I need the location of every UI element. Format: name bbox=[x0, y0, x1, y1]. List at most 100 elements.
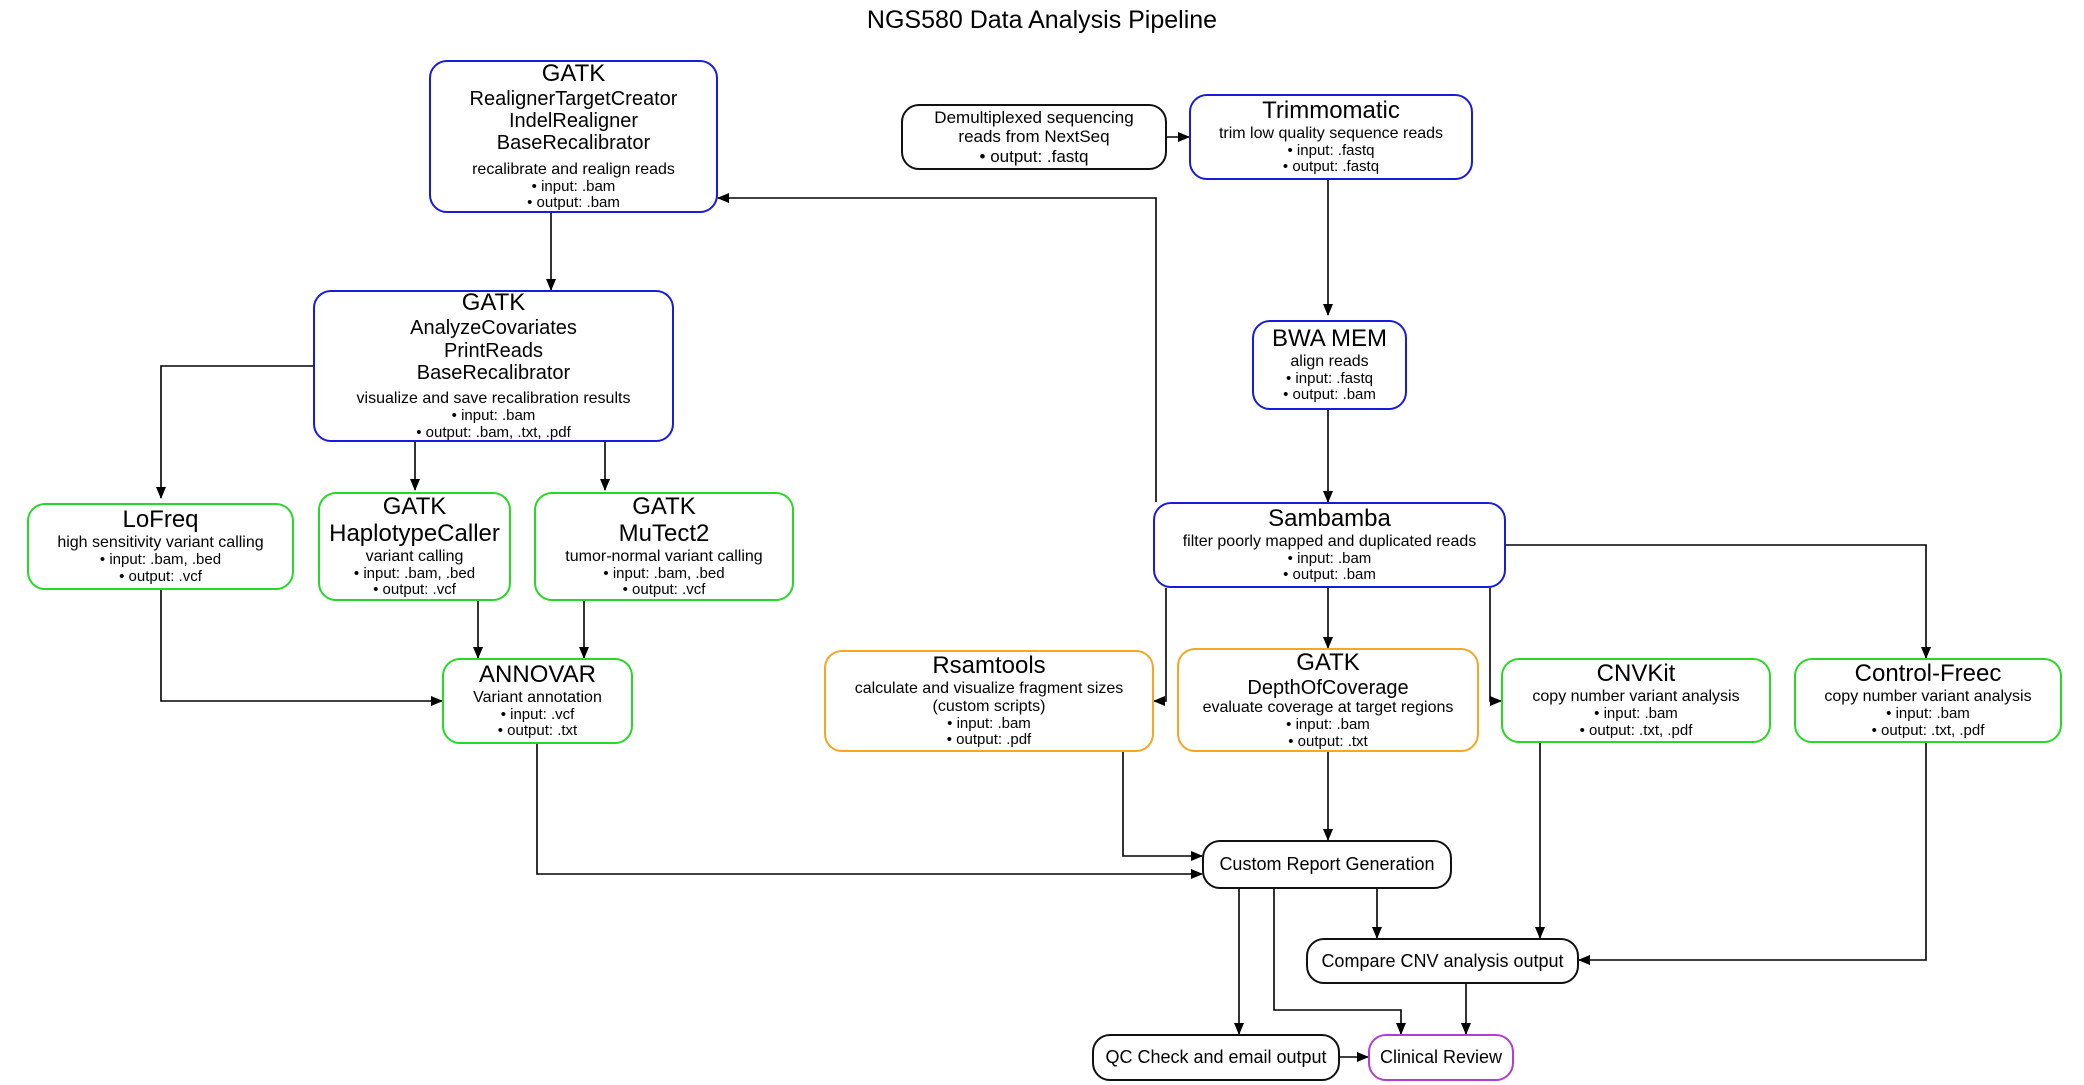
node-input: • input: .bam bbox=[451, 407, 536, 425]
node-description: filter poorly mapped and duplicated read… bbox=[1182, 532, 1477, 550]
node-subtitle: MuTect2 bbox=[618, 519, 710, 547]
node-title: GATK bbox=[382, 492, 447, 520]
edge-sambamba-controlfreec bbox=[1503, 544, 1931, 659]
node-output: • output: .txt bbox=[497, 722, 578, 740]
node-subtitle: HaplotypeCaller bbox=[329, 519, 500, 547]
tool-name: IndelRealigner bbox=[509, 110, 638, 132]
node-description: calculate and visualize fragment sizes bbox=[854, 679, 1124, 697]
node-title: CNVKit bbox=[1596, 660, 1676, 688]
node-gatk-realign: GATK RealignerTargetCreator IndelRealign… bbox=[429, 60, 718, 213]
node-clinical-review: Clinical Review bbox=[1368, 1034, 1514, 1081]
node-description: Variant annotation bbox=[473, 688, 602, 706]
node-description-note: (custom scripts) bbox=[932, 697, 1046, 715]
tool-name: PrintReads bbox=[444, 339, 543, 362]
node-input: • input: .vcf bbox=[500, 705, 575, 723]
node-label: Compare CNV analysis output bbox=[1321, 950, 1564, 971]
node-title: BWA MEM bbox=[1271, 324, 1388, 352]
node-label: QC Check and email output bbox=[1105, 1047, 1327, 1068]
edge-report-clinical bbox=[1273, 889, 1406, 1035]
node-input: • input: .bam bbox=[947, 714, 1031, 732]
node-output: • output: .txt bbox=[1288, 732, 1368, 750]
tool-name: BaseRecalibrator bbox=[416, 361, 571, 384]
node-title: Rsamtools bbox=[932, 651, 1046, 679]
node-output: • output: .vcf bbox=[373, 581, 456, 599]
node-control-freec: Control-Freec copy number variant analys… bbox=[1794, 658, 2062, 743]
node-output: • output: .bam, .txt, .pdf bbox=[416, 423, 571, 441]
node-title: Control-Freec bbox=[1854, 660, 2002, 688]
node-title: GATK bbox=[632, 492, 696, 520]
node-output: • output: .bam bbox=[527, 194, 620, 212]
diagram-title: NGS580 Data Analysis Pipeline bbox=[866, 6, 1218, 34]
node-input: • input: .bam, .bed bbox=[353, 564, 476, 582]
edge-sambamba-gatk-realign bbox=[717, 193, 1157, 502]
node-input: • input: .bam bbox=[1287, 549, 1372, 567]
node-description: tumor-normal variant calling bbox=[565, 547, 763, 565]
tool-name: RealignerTargetCreator bbox=[469, 87, 678, 110]
node-input: • input: .fastq bbox=[1287, 141, 1375, 159]
node-input: • input: .bam bbox=[1594, 705, 1678, 723]
node-subtitle: DepthOfCoverage bbox=[1247, 676, 1409, 699]
node-description: high sensitivity variant calling bbox=[57, 534, 264, 552]
node-depthofcoverage: GATK DepthOfCoverage evaluate coverage a… bbox=[1177, 648, 1479, 752]
node-output: • output: .vcf bbox=[119, 567, 202, 585]
node-compare-cnv: Compare CNV analysis output bbox=[1306, 938, 1579, 984]
tool-name: BaseRecalibrator bbox=[496, 132, 651, 155]
node-input: • input: .bam, .bed bbox=[99, 551, 222, 569]
edge-sambamba-cnvkit bbox=[1489, 588, 1502, 706]
node-rsamtools: Rsamtools calculate and visualize fragme… bbox=[824, 650, 1154, 752]
node-sambamba: Sambamba filter poorly mapped and duplic… bbox=[1153, 502, 1506, 588]
node-label: Custom Report Generation bbox=[1219, 854, 1435, 875]
node-output: • output: .txt, .pdf bbox=[1871, 721, 1985, 739]
node-mutect2: GATK MuTect2 tumor-normal variant callin… bbox=[534, 492, 794, 601]
edge-analyze-lofreq bbox=[156, 365, 313, 499]
node-description: visualize and save recalibration results bbox=[356, 390, 631, 408]
node-description: trim low quality sequence reads bbox=[1218, 124, 1444, 142]
node-title: GATK bbox=[541, 59, 606, 87]
node-demux: Demultiplexed sequencing reads from Next… bbox=[901, 104, 1167, 170]
node-title: LoFreq bbox=[122, 506, 199, 534]
edge-rsamtools-report bbox=[1122, 752, 1203, 861]
node-title: Sambamba bbox=[1268, 504, 1391, 532]
node-line: Demultiplexed sequencing bbox=[934, 108, 1134, 128]
node-description: evaluate coverage at target regions bbox=[1202, 698, 1454, 716]
node-annovar: ANNOVAR Variant annotation • input: .vcf… bbox=[442, 658, 633, 744]
node-output: • output: .fastq bbox=[1282, 158, 1380, 176]
node-title: GATK bbox=[461, 289, 526, 317]
node-input: • input: .fastq bbox=[1286, 369, 1373, 387]
node-output: • output: .pdf bbox=[946, 731, 1032, 749]
node-output: • output: .bam bbox=[1283, 566, 1376, 584]
node-gatk-analyze: GATK AnalyzeCovariates PrintReads BaseRe… bbox=[313, 289, 674, 442]
node-qc-check: QC Check and email output bbox=[1092, 1034, 1340, 1081]
node-input: • input: .bam bbox=[531, 177, 616, 195]
node-custom-report: Custom Report Generation bbox=[1202, 840, 1452, 889]
edge-lofreq-annovar bbox=[160, 590, 443, 706]
node-haplotypecaller: GATK HaplotypeCaller variant calling • i… bbox=[318, 492, 511, 601]
tool-name: AnalyzeCovariates bbox=[410, 317, 577, 340]
node-lofreq: LoFreq high sensitivity variant calling … bbox=[27, 503, 294, 590]
node-output: • output: .txt, .pdf bbox=[1579, 721, 1693, 739]
node-title: Trimmomatic bbox=[1262, 96, 1400, 124]
edge-sambamba-rsamtools bbox=[1153, 588, 1167, 706]
node-description: variant calling bbox=[365, 547, 464, 565]
node-output: • output: .fastq bbox=[979, 146, 1089, 166]
node-label: Clinical Review bbox=[1379, 1047, 1503, 1068]
node-line: reads from NextSeq bbox=[958, 127, 1110, 147]
node-trimmomatic: Trimmomatic trim low quality sequence re… bbox=[1189, 94, 1473, 180]
node-input: • input: .bam bbox=[1886, 705, 1970, 723]
node-title: GATK bbox=[1296, 648, 1360, 676]
node-output: • output: .vcf bbox=[622, 581, 706, 599]
node-input: • input: .bam, .bed bbox=[603, 564, 725, 582]
edge-controlfreec-compare bbox=[1578, 743, 1927, 965]
node-title: ANNOVAR bbox=[479, 660, 596, 688]
edge-annovar-report bbox=[536, 744, 1203, 879]
node-input: • input: .bam bbox=[1286, 715, 1370, 733]
node-output: • output: .bam bbox=[1283, 386, 1376, 404]
node-description: align reads bbox=[1290, 352, 1369, 370]
node-bwa-mem: BWA MEM align reads • input: .fastq • ou… bbox=[1252, 320, 1407, 410]
node-description: copy number variant analysis bbox=[1532, 688, 1740, 706]
node-cnvkit: CNVKit copy number variant analysis • in… bbox=[1501, 658, 1771, 743]
node-description: recalibrate and realign reads bbox=[472, 160, 675, 178]
node-description: copy number variant analysis bbox=[1824, 688, 2032, 706]
